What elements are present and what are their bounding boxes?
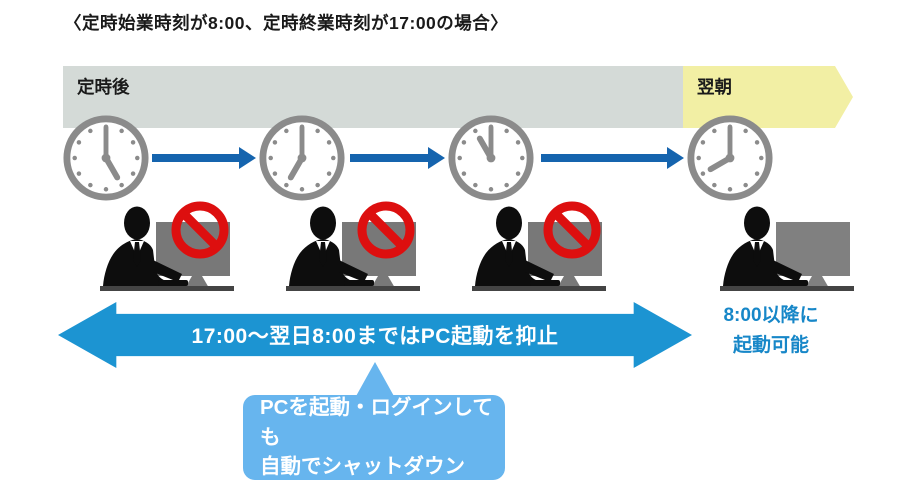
auto-shutdown-callout-line2: 自動でシャットダウン bbox=[260, 455, 465, 479]
startup-allowed-note: 8:00以降に 起動可能 bbox=[690, 301, 852, 362]
startup-allowed-note-line2: 起動可能 bbox=[732, 335, 809, 357]
clock-icon-19-00 bbox=[259, 115, 345, 201]
no-entry-icon bbox=[171, 201, 229, 259]
timeline-arrow-icon bbox=[152, 147, 256, 169]
next-morning-band: 翌朝 bbox=[683, 66, 853, 128]
worker-at-pc-allowed-icon bbox=[720, 206, 854, 291]
callout-pointer-icon bbox=[355, 362, 395, 398]
no-entry-icon bbox=[543, 201, 601, 259]
suppression-label: 17:00〜翌日8:00まではPC起動を抑止 bbox=[191, 325, 559, 348]
worker-at-pc-blocked-icon bbox=[286, 201, 420, 291]
clock-icon-8-00 bbox=[687, 115, 773, 201]
after-hours-label: 定時後 bbox=[77, 77, 130, 97]
clock-icon-23-00 bbox=[448, 115, 534, 201]
timeline-arrow-icon bbox=[350, 147, 445, 169]
worker-at-pc-blocked-icon bbox=[100, 201, 234, 291]
clock-icon-17-00 bbox=[63, 115, 149, 201]
no-entry-icon bbox=[357, 201, 415, 259]
startup-allowed-note-line1: 8:00以降に bbox=[723, 305, 819, 326]
suppression-range-arrow: 17:00〜翌日8:00まではPC起動を抑止 bbox=[58, 302, 692, 368]
after-hours-band: 定時後 bbox=[63, 66, 683, 128]
next-morning-label: 翌朝 bbox=[697, 77, 732, 97]
worker-at-pc-blocked-icon bbox=[472, 201, 606, 291]
auto-shutdown-callout-line1: PCを起動・ログインしても bbox=[260, 395, 493, 449]
auto-shutdown-callout: PCを起動・ログインしても 自動でシャットダウン bbox=[243, 395, 505, 480]
timeline-arrow-icon bbox=[541, 147, 684, 169]
diagram-title: 〈定時始業時刻が8:00、定時終業時刻が17:00の場合〉 bbox=[64, 13, 509, 33]
